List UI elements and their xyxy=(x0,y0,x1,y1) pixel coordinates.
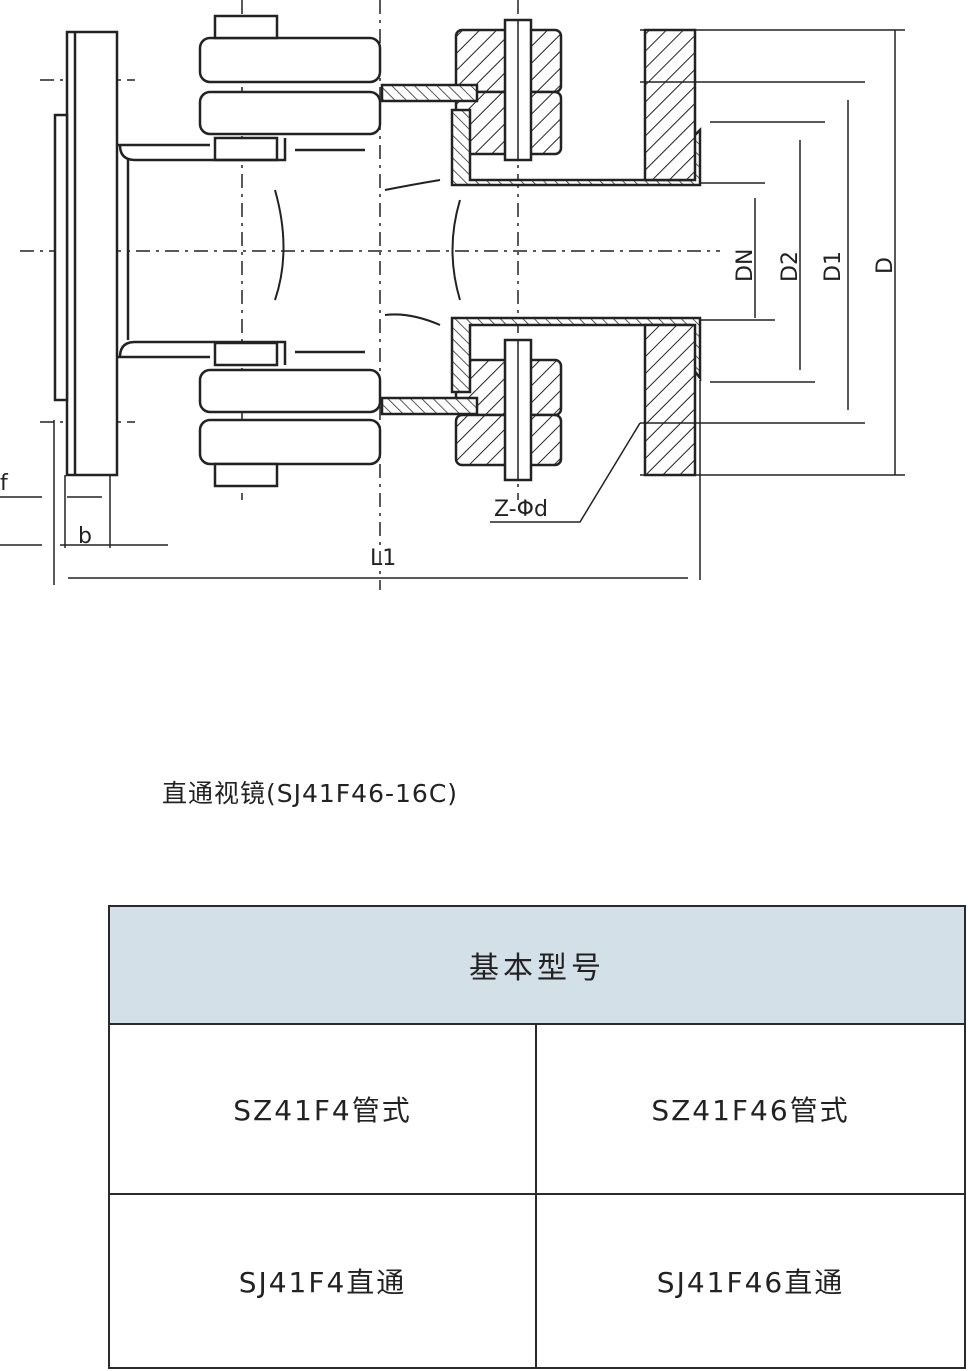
sight-glass-lens xyxy=(274,179,461,326)
right-body-section xyxy=(380,18,702,482)
label-d: D xyxy=(873,257,898,274)
label-d2: D2 xyxy=(778,251,803,282)
label-f: f xyxy=(0,471,9,496)
label-bolt: Z-Φd xyxy=(494,497,548,522)
left-flange xyxy=(53,30,210,477)
label-dn: DN xyxy=(733,249,758,282)
clamp-assembly xyxy=(118,14,382,488)
table-cell: SZ41F46管式 xyxy=(537,1025,964,1195)
dimension-lines xyxy=(0,29,905,585)
centerlines xyxy=(20,0,720,590)
sight-glass-drawing: DN D2 D1 D L1 b f Z-Φd xyxy=(0,0,905,590)
figure-caption: 直通视镜(SJ41F46-16C) xyxy=(162,779,459,808)
label-d1: D1 xyxy=(821,251,846,282)
model-table: 基本型号 SZ41F4管式 SZ41F46管式 SJ41F4直通 SJ41F46… xyxy=(108,905,966,1369)
table-cell: SJ41F4直通 xyxy=(110,1195,537,1367)
table-cell: SZ41F4管式 xyxy=(110,1025,537,1195)
label-b: b xyxy=(78,524,92,549)
label-l1: L1 xyxy=(370,546,396,571)
table-header: 基本型号 xyxy=(110,907,964,1025)
dimension-labels: DN D2 D1 D L1 b f Z-Φd xyxy=(0,249,898,571)
table-cell: SJ41F46直通 xyxy=(656,1266,845,1299)
